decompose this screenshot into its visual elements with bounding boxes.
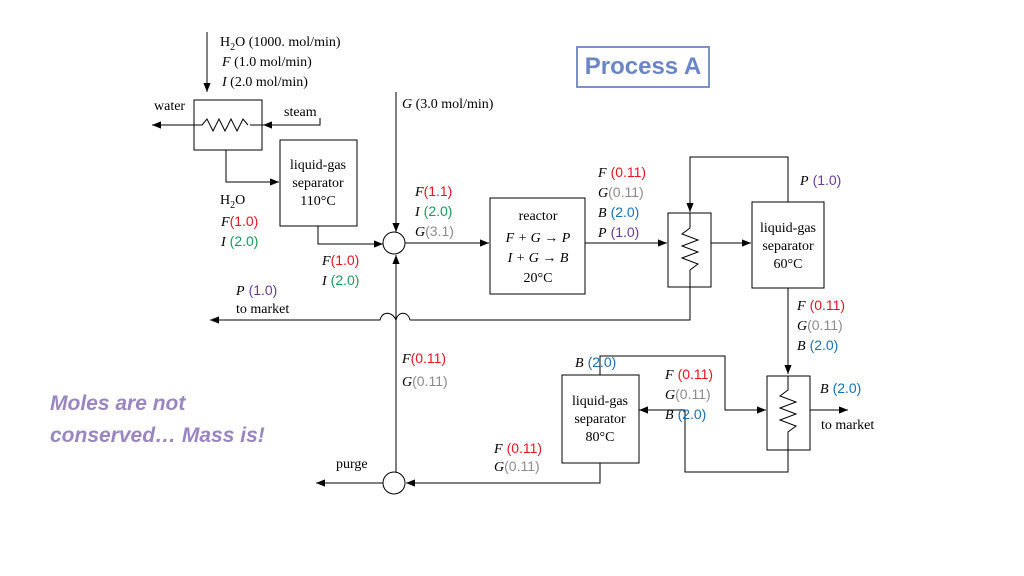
svg-text:I (2.0): I (2.0)	[220, 233, 258, 250]
sep80-top-to-hx3	[599, 355, 766, 414]
heater-coil-3	[639, 376, 798, 473]
reactor-out-label: F (0.11) G(0.11) B (2.0) P (1.0)	[597, 164, 646, 241]
svg-text:G(3.1): G(3.1)	[415, 223, 454, 240]
svg-text:B (2.0): B (2.0)	[797, 337, 838, 354]
process-title: Process A	[576, 46, 710, 88]
reactor-reaction-1: F + G → P	[505, 231, 571, 246]
hx1-to-sep110	[225, 150, 279, 186]
svg-text:I (2.0): I (2.0)	[321, 272, 359, 289]
purge-label: purge	[336, 457, 368, 472]
conservation-note: Moles are not conserved… Mass is!	[50, 388, 310, 452]
note-line-1: Moles are not	[50, 392, 186, 415]
sep80-line2: separator	[574, 412, 626, 427]
sep60-top-label: P (1.0)	[799, 172, 841, 189]
sep80-line3: 80°C	[586, 430, 615, 445]
reactor-title: reactor	[519, 209, 558, 224]
feed-stream-label: H2O (1000. mol/min) F (1.0 mol/min) I (2…	[220, 35, 341, 90]
sep60-line3: 60°C	[774, 257, 803, 272]
svg-text:F(1.0): F(1.0)	[220, 213, 258, 230]
steam-label: steam	[284, 105, 317, 120]
recycle-label: F(0.11) G(0.11)	[401, 350, 448, 390]
b-market-label: to market	[821, 418, 874, 433]
reactor-reaction-2: I + G → B	[507, 251, 569, 266]
svg-text:G(0.11): G(0.11)	[598, 184, 644, 201]
svg-text:B (2.0): B (2.0)	[598, 204, 639, 221]
svg-text:F(1.0): F(1.0)	[321, 252, 359, 269]
sep110-line1: liquid-gas	[290, 158, 346, 173]
svg-text:G(0.11): G(0.11)	[494, 458, 540, 475]
svg-text:F(1.1): F(1.1)	[414, 183, 452, 200]
sep80-line1: liquid-gas	[572, 394, 628, 409]
note-line-2: conserved… Mass is!	[50, 424, 265, 447]
svg-text:F (0.11): F (0.11)	[597, 164, 646, 181]
svg-text:to market: to market	[236, 302, 289, 317]
svg-text:B (2.0): B (2.0)	[665, 406, 706, 423]
b-market-label-value: B (2.0)	[820, 380, 861, 397]
sep80-out-label: F (0.11) G(0.11)	[493, 440, 542, 475]
sep80-in-label: F (0.11) G(0.11) B (2.0)	[664, 366, 713, 423]
svg-text:F (0.11): F (0.11)	[664, 366, 713, 383]
p-market-label: P (1.0) to market	[235, 282, 289, 317]
heater-coil-2	[410, 213, 700, 321]
sep80-top-label: B (2.0)	[575, 354, 616, 371]
svg-text:F (0.11): F (0.11)	[493, 440, 542, 457]
svg-text:G(0.11): G(0.11)	[797, 317, 843, 334]
svg-text:H2O: H2O	[220, 193, 245, 211]
svg-text:F (1.0 mol/min): F (1.0 mol/min)	[221, 55, 312, 70]
svg-text:F (0.11): F (0.11)	[796, 297, 845, 314]
splitter	[382, 471, 406, 495]
reactor-in-label: F(1.1) I (2.0) G(3.1)	[414, 183, 454, 240]
sep110-line2: separator	[292, 176, 344, 191]
sep60-bottom-label: F (0.11) G(0.11) B (2.0)	[796, 297, 845, 354]
mixer	[382, 231, 406, 255]
svg-text:H2O (1000. mol/min): H2O (1000. mol/min)	[220, 35, 341, 53]
reactor-temp: 20°C	[524, 271, 553, 286]
recycle-loop-top	[686, 156, 789, 212]
sep60-line2: separator	[762, 239, 814, 254]
svg-text:I (2.0): I (2.0)	[414, 203, 452, 220]
g-feed-label: G (3.0 mol/min)	[402, 97, 494, 112]
svg-text:F(0.11): F(0.11)	[401, 350, 446, 367]
sep110-line3: 110°C	[300, 194, 335, 209]
sep110-to-mixer	[317, 226, 383, 248]
water-label: water	[154, 99, 185, 114]
sep60-line1: liquid-gas	[760, 221, 816, 236]
reactor	[489, 197, 586, 295]
svg-text:P (1.0): P (1.0)	[597, 224, 639, 241]
svg-text:I (2.0 mol/min): I (2.0 mol/min)	[221, 75, 308, 90]
svg-text:G(0.11): G(0.11)	[665, 386, 711, 403]
sep110-gas-label: F(1.0) I (2.0)	[321, 252, 359, 289]
sep110-liquid-label: H2O F(1.0) I (2.0)	[220, 193, 258, 250]
separator-60	[751, 201, 825, 289]
svg-text:G(0.11): G(0.11)	[402, 373, 448, 390]
separator-80	[561, 374, 640, 464]
svg-text:P (1.0): P (1.0)	[235, 282, 277, 299]
heater-coil-1	[152, 117, 249, 133]
sep80-to-splitter	[406, 463, 601, 487]
